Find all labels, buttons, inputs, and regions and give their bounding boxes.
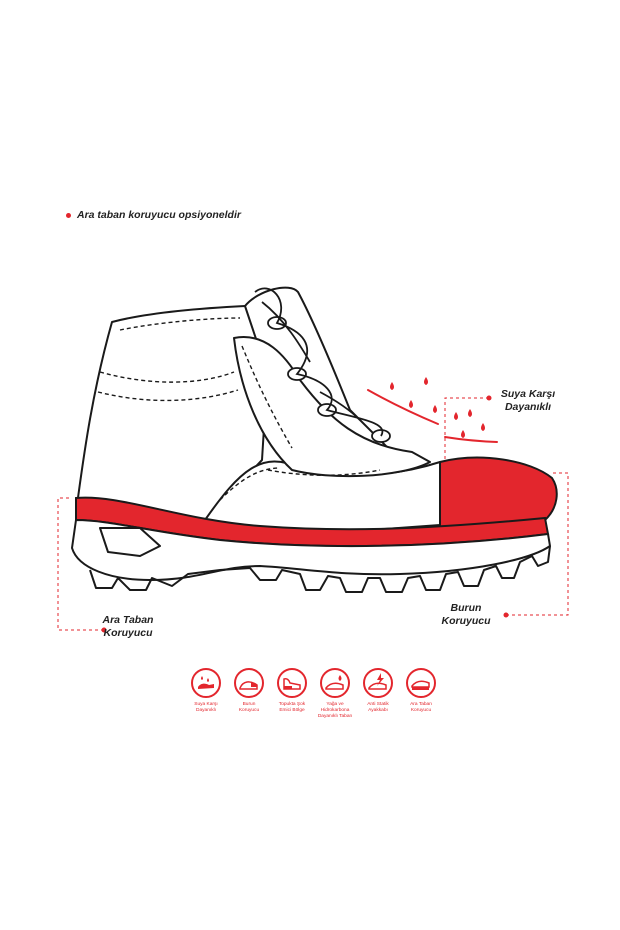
callout-toe-protection: Burun Koruyucu (426, 602, 506, 628)
optional-note-text: Ara taban koruyucu opsiyoneldir (77, 209, 241, 221)
bullet-dot (66, 212, 71, 218)
water-drop (481, 423, 485, 431)
water-drop (461, 430, 465, 438)
boot-upper (75, 286, 441, 536)
optional-note: Ara taban koruyucu opsiyoneldir (66, 209, 241, 221)
heel-shock-icon (277, 668, 307, 698)
callout-line-water (444, 397, 489, 462)
outsole-tread (89, 545, 551, 593)
heel-shock-zone (99, 527, 161, 557)
water-drop (454, 412, 458, 420)
water-drop (468, 409, 472, 417)
water-drops (390, 377, 485, 438)
boot-lace-panel (233, 336, 431, 478)
callout-toe-line2: Koruyucu (441, 615, 491, 627)
water-splash-lines (367, 389, 498, 443)
callout-lines (57, 397, 569, 631)
toe-protection-icon (234, 668, 264, 698)
water-drop (424, 377, 428, 385)
callout-midsole-line2: Koruyucu (103, 627, 153, 639)
callout-water-resistant: Suya Karşı Dayanıklı (488, 388, 568, 414)
toe-cap (439, 456, 558, 530)
callout-midsole-protector: Ara Taban Koruyucu (88, 614, 168, 640)
water-drop (433, 405, 437, 413)
water-drop (390, 382, 394, 390)
oil-resistant-sole-icon (320, 668, 350, 698)
callout-midsole-line1: Ara Taban (102, 614, 154, 626)
callout-dot-midsole (101, 627, 107, 633)
callout-toe-line1: Burun (450, 602, 482, 614)
antistatic-icon (363, 668, 393, 698)
boot-laces (254, 287, 391, 443)
callout-water-line1: Suya Karşı (500, 388, 556, 400)
callout-water-line2: Dayanıklı (504, 401, 552, 413)
midsole-protector-icon (406, 668, 436, 698)
callout-dot-toe (503, 612, 509, 618)
outsole (71, 519, 551, 593)
outsole-body (71, 519, 551, 581)
callout-dot-water (486, 395, 492, 401)
callout-line-toe (506, 472, 569, 616)
water-drop (409, 400, 413, 408)
boot-stitching (97, 317, 381, 501)
boot-tongue (244, 286, 391, 471)
water-resistant-icon (191, 668, 221, 698)
